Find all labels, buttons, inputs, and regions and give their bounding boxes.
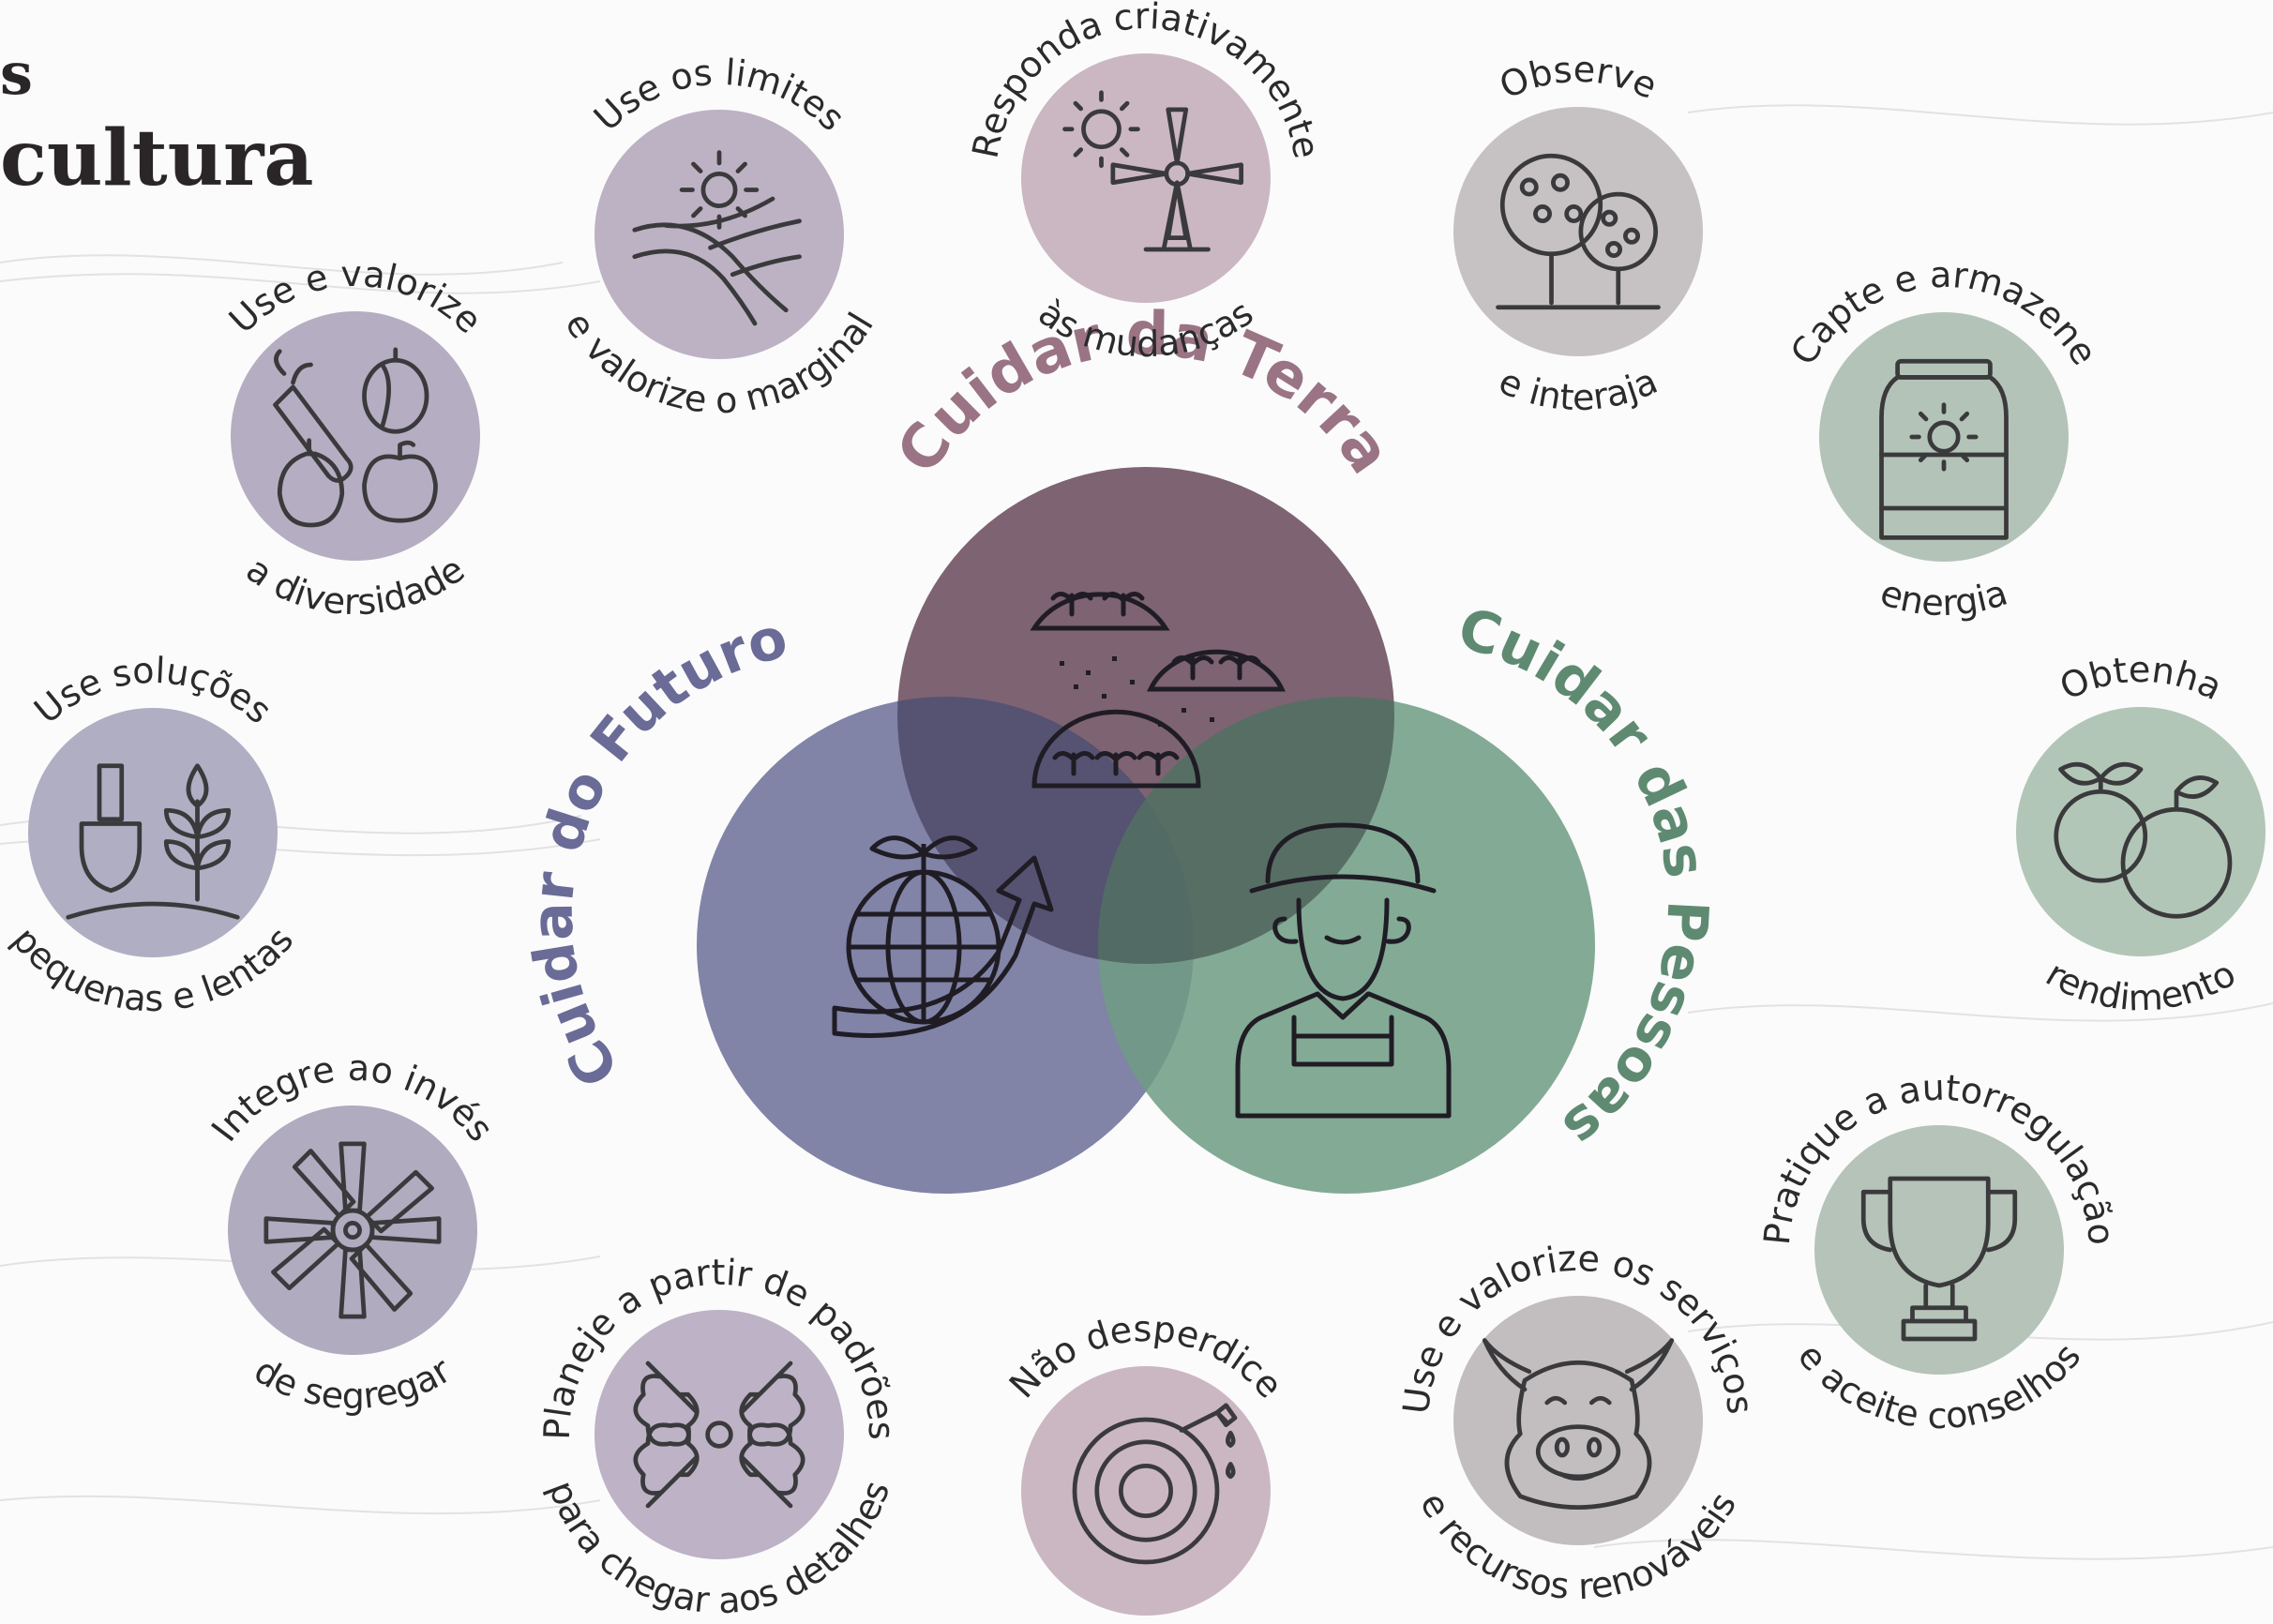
hose-icon <box>1072 1403 1238 1565</box>
principle-label-bottom: rendimento <box>2039 953 2242 1018</box>
principle-badge <box>228 1105 477 1355</box>
principle-label-top: Obtenha <box>2054 649 2228 708</box>
principle-badge <box>231 311 480 561</box>
trowel-plant-icon <box>66 763 240 920</box>
principle-badge <box>1453 107 1703 356</box>
trees-icon <box>1496 153 1661 310</box>
integration-icon <box>263 1141 442 1319</box>
cow-icon <box>1482 1338 1675 1510</box>
farmer-icon <box>1235 822 1452 1119</box>
principle-badge <box>1819 312 2069 562</box>
background-lines <box>0 104 2273 1560</box>
page-title-line-2: cultura <box>0 113 314 203</box>
principle-badge <box>1814 1125 2064 1375</box>
principle-label-top: Observe <box>1494 49 1663 107</box>
principle-label-bottom: de segregar <box>248 1349 459 1417</box>
page-title-line-1: s <box>0 39 33 108</box>
greenhouse-icon <box>1030 592 1286 789</box>
principle-label-bottom: energia <box>1875 572 2012 624</box>
principle-waste: Não desperdice <box>1001 1308 1290 1616</box>
principle-badge <box>28 708 278 957</box>
energy-jar-icon <box>1879 358 2009 540</box>
principle-badge <box>1021 1366 1271 1616</box>
trophy-icon <box>1860 1176 2018 1342</box>
globe-sprout-icon <box>832 835 1054 1038</box>
venn-diagram <box>697 467 1595 1194</box>
principle-badge <box>595 1310 844 1559</box>
fields-sun-icon <box>632 150 802 326</box>
principle-yield: Obtenha rendimento <box>2016 649 2265 1018</box>
principle-badge <box>1453 1296 1703 1545</box>
leaf-pattern-icon <box>633 1361 805 1509</box>
fruits-vegetables-icon <box>273 347 438 528</box>
windmill-sun-icon <box>1062 90 1244 252</box>
principle-observe: Observe e interaja <box>1453 49 1703 418</box>
principle-label-bottom: e interaja <box>1493 360 1663 418</box>
principle-badge <box>2016 707 2265 956</box>
principle-badge <box>595 110 844 359</box>
fruits-icon <box>2054 761 2233 919</box>
